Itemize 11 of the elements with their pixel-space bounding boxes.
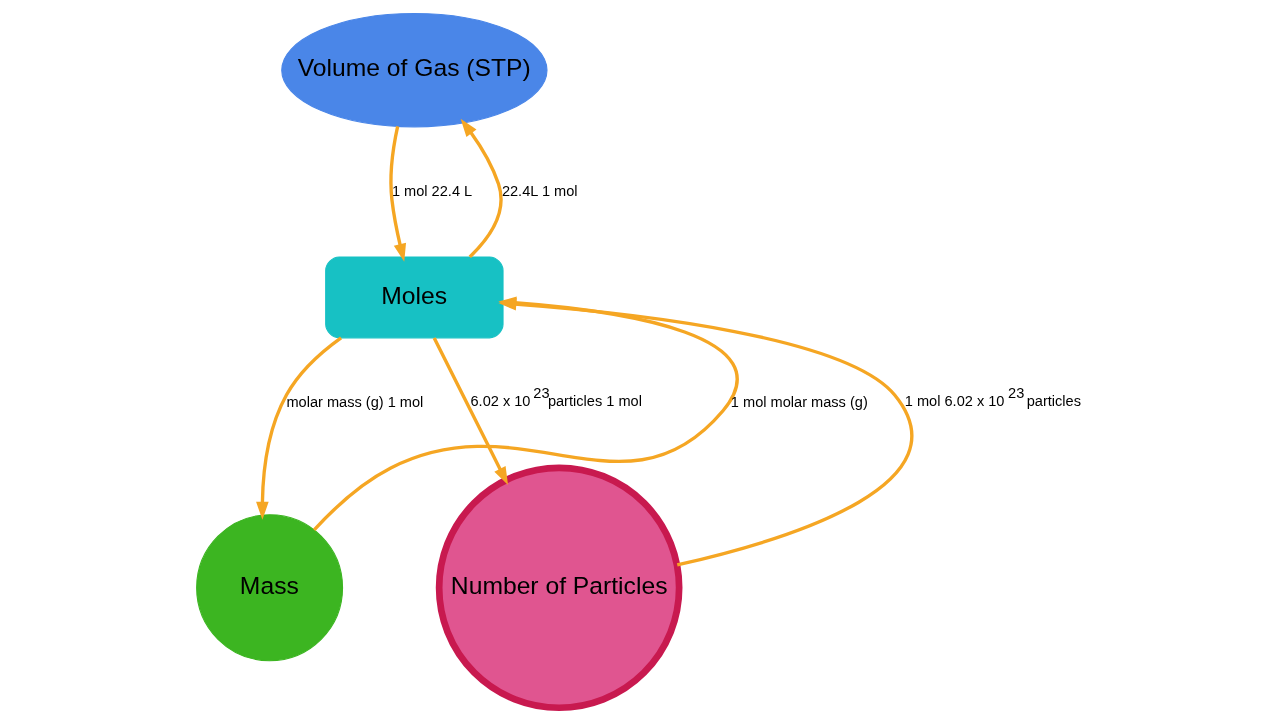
arrow (460, 118, 503, 258)
node-ellipse: Volume of Gas (STP) (280, 12, 548, 127)
arrow (255, 336, 342, 520)
edge-label: 1 mol 22.4 L (391, 182, 472, 199)
edge-label: 22.4L 1 mol (501, 182, 578, 199)
arrow (432, 336, 508, 485)
edge-label: molar mass (g) 1 mol (285, 393, 423, 410)
node-circle: Mass (195, 513, 343, 661)
node-box: Moles (324, 255, 504, 338)
arrow (388, 125, 406, 262)
edge-label: 1 mol molar mass (g) (730, 393, 868, 410)
